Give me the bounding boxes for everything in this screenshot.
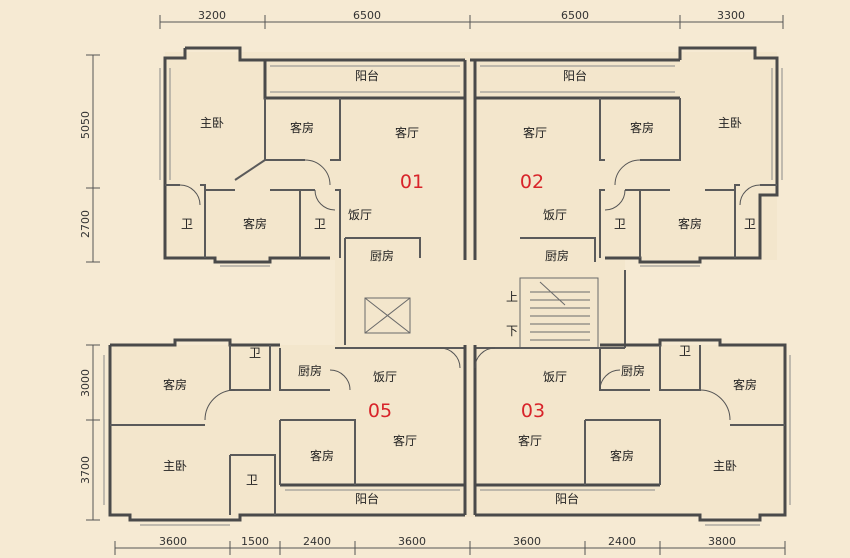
left-dimension-line-bottom [86, 344, 100, 521]
dim-bottom-3: 2400 [303, 535, 331, 548]
label-balcony-02: 阳台 [563, 68, 587, 83]
label-guest-room-01b: 客房 [243, 216, 267, 231]
label-bathroom-05a: 卫 [249, 346, 261, 360]
bottom-windows [103, 355, 791, 526]
label-guest-room-03a: 客房 [733, 377, 757, 392]
label-guest-room-02a: 客房 [630, 120, 654, 135]
label-dining-room-03: 饭厅 [543, 370, 567, 384]
left-dimension-line-top [86, 54, 100, 263]
label-master-bedroom-02: 主卧 [718, 116, 742, 130]
dim-left-3: 3000 [79, 369, 92, 397]
label-bathroom-02a: 卫 [614, 217, 626, 231]
label-dining-room-01: 饭厅 [348, 208, 372, 222]
label-master-bedroom-05: 主卧 [163, 459, 187, 473]
unit-number-05: 05 [368, 400, 392, 422]
label-bathroom-01a: 卫 [181, 217, 193, 231]
label-bathroom-03a: 卫 [679, 344, 691, 358]
unit-number-02: 02 [520, 171, 544, 193]
label-dining-room-02: 饭厅 [543, 208, 567, 222]
unit-number-03: 03 [521, 400, 545, 422]
label-living-room-03: 客厅 [518, 433, 542, 448]
dim-bottom-6: 2400 [608, 535, 636, 548]
label-living-room-02: 客厅 [523, 125, 547, 140]
dim-bottom-1: 3600 [159, 535, 187, 548]
label-kitchen-03: 厨房 [621, 363, 645, 378]
dim-left-1: 5050 [79, 111, 92, 139]
label-balcony-01: 阳台 [355, 68, 379, 83]
label-guest-room-02b: 客房 [678, 216, 702, 231]
dim-top-2: 6500 [353, 9, 381, 22]
label-stair-up: 上 [506, 290, 518, 304]
dim-top-1: 3200 [198, 9, 226, 22]
label-balcony-03: 阳台 [555, 491, 579, 506]
label-kitchen-02: 厨房 [545, 248, 569, 263]
dim-bottom-2: 1500 [241, 535, 269, 548]
label-master-bedroom-03: 主卧 [713, 459, 737, 473]
label-bathroom-02b: 卫 [744, 217, 756, 231]
label-bathroom-05b: 卫 [246, 473, 258, 487]
label-guest-room-01a: 客房 [290, 120, 314, 135]
unit-number-01: 01 [400, 171, 424, 193]
dim-left-4: 3700 [79, 456, 92, 484]
dim-bottom-4: 3600 [398, 535, 426, 548]
label-kitchen-01: 厨房 [370, 248, 394, 263]
label-living-room-05: 客厅 [393, 433, 417, 448]
dim-top-4: 3300 [717, 9, 745, 22]
door-swings [179, 159, 761, 421]
top-dimension-line [159, 15, 784, 29]
label-kitchen-05: 厨房 [298, 363, 322, 378]
label-guest-room-05b: 客房 [310, 448, 334, 463]
bottom-dimension-line [114, 541, 786, 555]
dim-left-2: 2700 [79, 210, 92, 238]
label-living-room-01: 客厅 [395, 125, 419, 140]
top-block-walls [163, 46, 779, 345]
label-balcony-05: 阳台 [355, 491, 379, 506]
label-master-bedroom-01: 主卧 [200, 116, 224, 130]
dim-bottom-7: 3800 [708, 535, 736, 548]
bottom-block-walls [108, 338, 787, 522]
dim-top-3: 6500 [561, 9, 589, 22]
top-windows [159, 65, 783, 267]
label-stair-down: 下 [506, 324, 518, 338]
dim-bottom-5: 3600 [513, 535, 541, 548]
label-dining-room-05: 饭厅 [373, 370, 397, 384]
label-guest-room-05a: 客房 [163, 377, 187, 392]
label-bathroom-01b: 卫 [314, 217, 326, 231]
label-guest-room-03b: 客房 [610, 448, 634, 463]
